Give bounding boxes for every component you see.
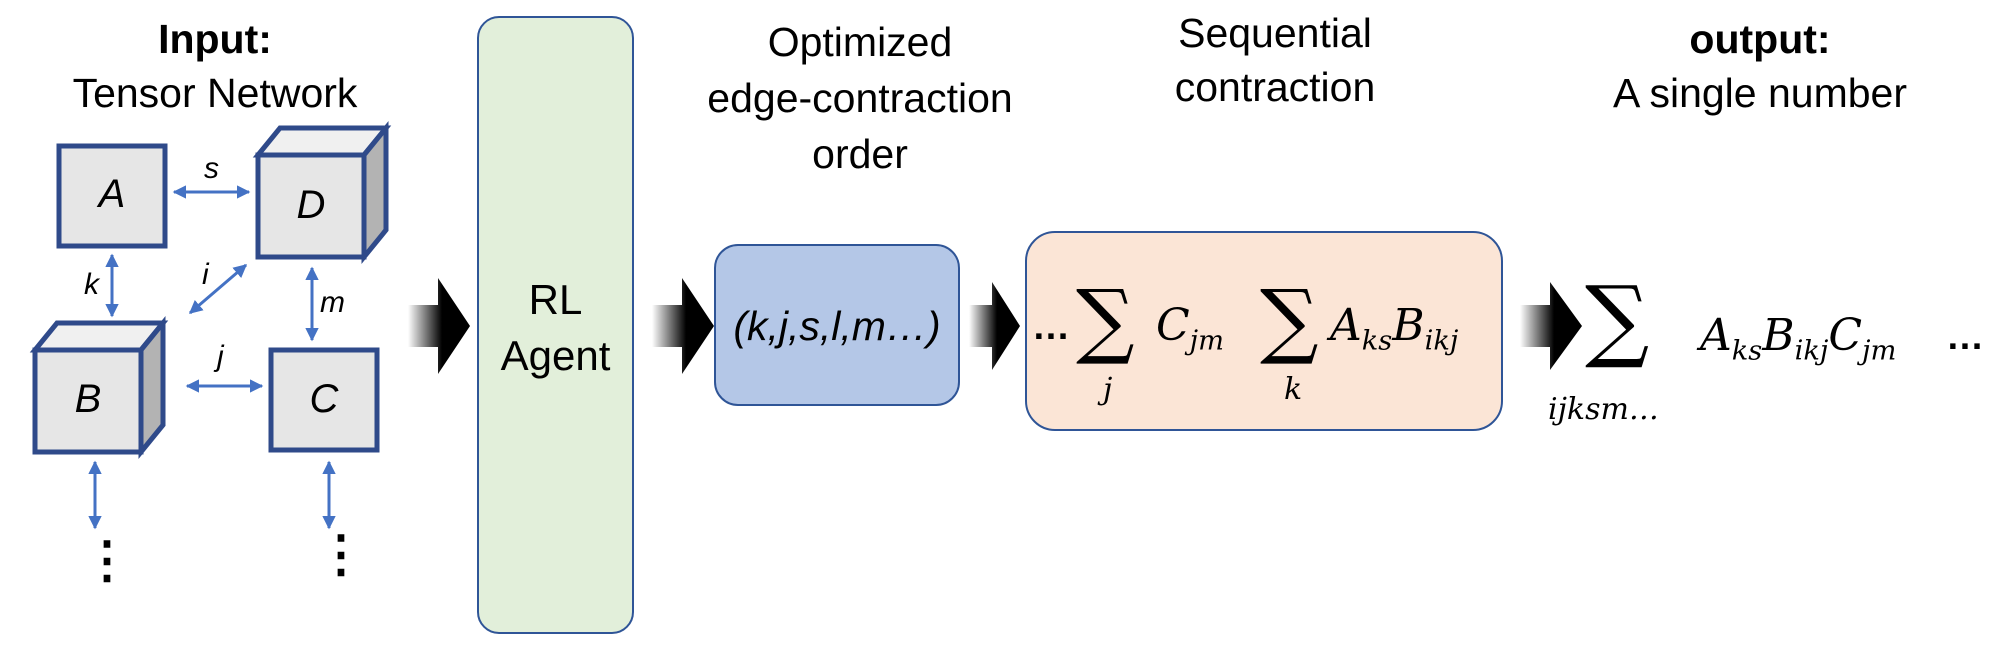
tensor-network-diagram — [29, 120, 392, 530]
order-value: (k,j,s,l,m…) — [733, 303, 941, 349]
order-box — [714, 244, 960, 406]
node-c-label: C — [309, 377, 339, 421]
rl-agent-label: RL Agent — [477, 272, 634, 384]
contraction-sum-k-symbol: ∑ — [1260, 273, 1319, 368]
contraction-title-line2: contraction — [1174, 64, 1376, 110]
order-title-line1: Optimized — [767, 19, 953, 65]
order-title: Optimized edge-contraction order — [660, 14, 1060, 182]
output-term-b-sub: ikj — [1794, 335, 1829, 367]
edge-s-label: s — [204, 152, 219, 185]
arrow-order-to-contraction — [969, 282, 1020, 370]
edge-m-label: m — [320, 286, 345, 319]
output-subtitle: A single number — [1612, 70, 1907, 116]
edge-i-label: i — [202, 258, 209, 291]
arrow-contraction-to-output — [1520, 282, 1582, 370]
contraction-sum-j-symbol: ∑ — [1076, 273, 1135, 368]
output-term-a-sub: ks — [1731, 335, 1763, 367]
node-d-shape — [252, 120, 392, 265]
node-a-label: A — [98, 172, 126, 216]
edge-i-arrow — [188, 263, 248, 315]
contraction-term-c-sub: jm — [1189, 325, 1224, 357]
node-b-shape — [29, 315, 169, 460]
b-continuation-dots: ⋮ — [82, 532, 132, 588]
contraction-sum-j-index: j — [1103, 372, 1113, 407]
output-sum-symbol: ∑ — [1585, 267, 1650, 372]
contraction-term-b-base: B — [1392, 300, 1425, 351]
output-term-c-base: C — [1828, 310, 1863, 361]
rl-agent-box — [477, 16, 634, 634]
output-term: AksBikjCjm — [1700, 310, 1896, 367]
output-term-c-sub: jm — [1862, 335, 1897, 367]
output-term-b-base: B — [1762, 310, 1795, 361]
arrow-agent-to-order — [652, 278, 714, 374]
contraction-term-b-sub: ikj — [1424, 325, 1459, 357]
input-heading: Input: — [158, 16, 272, 62]
rl-agent-line1: RL — [528, 276, 583, 323]
node-b-label: B — [74, 377, 102, 421]
input-title: Input: Tensor Network — [20, 12, 410, 120]
node-d-label: D — [296, 183, 326, 227]
edge-j-label: j — [217, 340, 224, 373]
contraction-term-a-sub: ks — [1361, 325, 1393, 357]
rl-agent-line2: Agent — [500, 332, 611, 379]
contraction-term-c: Cjm — [1156, 300, 1224, 357]
edge-k-label: k — [84, 268, 99, 301]
output-heading: output: — [1689, 16, 1831, 62]
output-sum-index: ijksm… — [1548, 392, 1659, 427]
contraction-box — [1025, 231, 1503, 431]
output-term-a-base: A — [1700, 310, 1732, 361]
contraction-term-c-base: C — [1156, 300, 1190, 351]
output-title: output: A single number — [1540, 12, 1980, 120]
order-title-line2: edge-contraction — [707, 75, 1013, 121]
contraction-title-line1: Sequential — [1178, 10, 1372, 56]
output-trailing-ellipsis: … — [1946, 316, 1984, 358]
node-c-shape — [268, 347, 380, 453]
node-a-shape — [56, 143, 168, 249]
contraction-title: Sequential contraction — [1080, 6, 1470, 114]
contraction-leading-ellipsis: … — [1032, 306, 1070, 348]
input-subtitle: Tensor Network — [72, 70, 358, 116]
order-title-line3: order — [812, 131, 908, 177]
arrow-input-to-agent — [408, 278, 470, 374]
contraction-sum-k-index: k — [1284, 372, 1303, 407]
c-continuation-dots: ⋮ — [316, 526, 366, 582]
contraction-term-ab: AksBikj — [1330, 300, 1458, 357]
contraction-term-a-base: A — [1330, 300, 1362, 351]
